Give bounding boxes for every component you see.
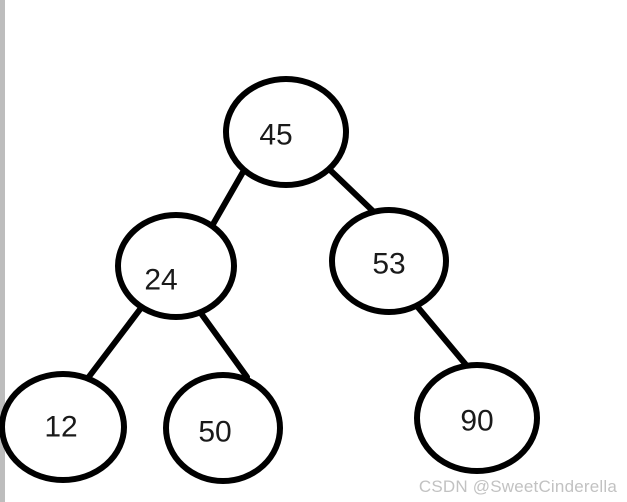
tree-edges-group bbox=[85, 165, 470, 381]
edge-24-12 bbox=[85, 305, 144, 381]
node-label-left-right: 50 bbox=[198, 416, 231, 449]
node-circle-right[interactable] bbox=[329, 207, 449, 315]
node-label-root: 45 bbox=[259, 119, 292, 152]
node-circle-root[interactable] bbox=[223, 76, 349, 188]
tree-node-left-left[interactable]: 12 bbox=[0, 371, 127, 483]
tree-node-left-right[interactable]: 50 bbox=[163, 372, 283, 484]
edge-45-24 bbox=[209, 169, 246, 229]
left-gutter-strip bbox=[0, 0, 5, 502]
edge-45-53 bbox=[325, 165, 379, 217]
node-label-left-left: 12 bbox=[44, 411, 77, 444]
edge-24-50 bbox=[197, 309, 250, 380]
tree-node-left[interactable]: 24 bbox=[115, 212, 237, 320]
csdn-watermark: CSDN @SweetCinderella bbox=[418, 477, 617, 496]
node-circle-left-right[interactable] bbox=[163, 372, 283, 484]
node-label-right-right: 90 bbox=[460, 405, 493, 438]
node-label-right: 53 bbox=[372, 248, 405, 281]
edge-53-90 bbox=[408, 296, 470, 369]
node-circle-right-right[interactable] bbox=[414, 362, 540, 474]
node-label-left: 24 bbox=[144, 264, 177, 297]
node-circle-left[interactable] bbox=[115, 212, 237, 320]
tree-node-right-right[interactable]: 90 bbox=[414, 362, 540, 474]
tree-node-right[interactable]: 53 bbox=[329, 207, 449, 315]
node-circle-left-left[interactable] bbox=[0, 371, 127, 483]
tree-node-root[interactable]: 45 bbox=[223, 76, 349, 188]
